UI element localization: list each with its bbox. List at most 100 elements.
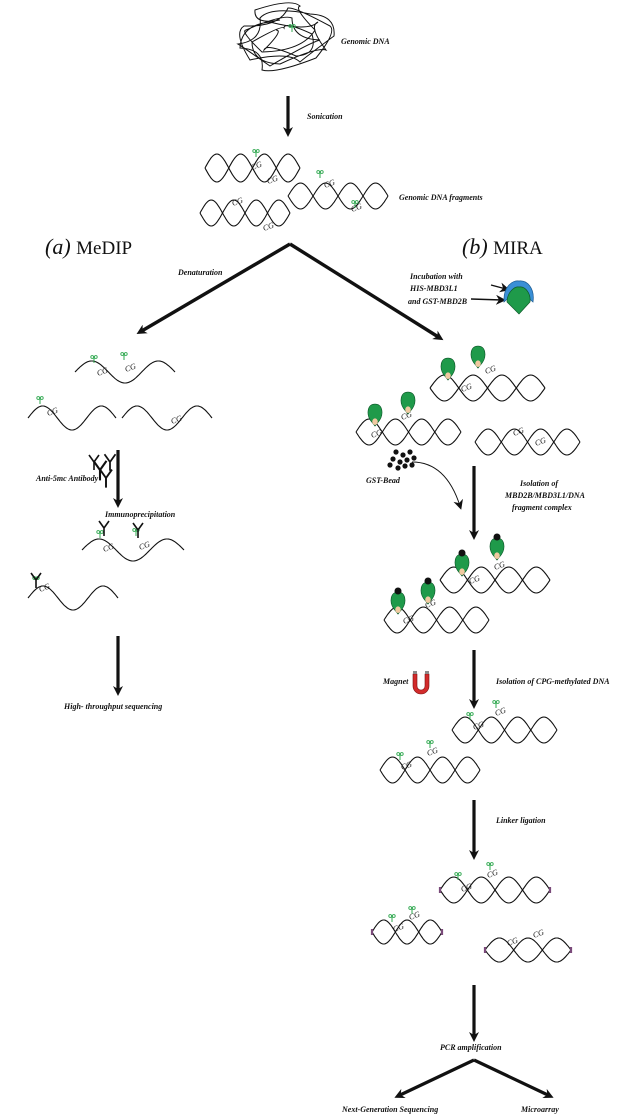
gst-bead-dot-icon — [394, 587, 402, 595]
gst-bead-dot-icon — [424, 577, 432, 585]
cg-site-label: CG — [534, 436, 548, 448]
label-linker-ligation: Linker ligation — [496, 816, 546, 825]
cg-site-label: CG — [124, 362, 138, 374]
cg-site-label: CG — [408, 910, 422, 922]
mbd-protein-icon — [489, 533, 505, 561]
cg-site-label: CG — [400, 410, 414, 422]
label-anti-5mc: Anti-5mc Antibody — [36, 474, 99, 483]
antibody-icon — [132, 522, 144, 538]
arrow-to-mira — [289, 242, 444, 341]
mbd-protein-icon — [454, 549, 470, 577]
label-incubation-3: and GST-MBD2B — [408, 297, 468, 306]
gst-bead-dot-icon — [493, 533, 501, 541]
cg-site-label: CG — [493, 560, 507, 572]
label-incubation-1: Incubation with — [410, 272, 463, 281]
cg-site-label: CG — [138, 540, 152, 552]
mbd-protein-icon — [440, 357, 456, 381]
methyl-group-icon — [388, 914, 396, 922]
protein-and-bead-icons — [30, 280, 573, 953]
label-isolation-complex-2: MBD2B/MBD3L1/DNA — [505, 491, 586, 500]
medip-ss-2: CG — [27, 396, 117, 431]
methyl-group-icon — [288, 24, 296, 32]
methyl-group-icon — [351, 200, 359, 208]
medip-ss-3: CG — [121, 405, 213, 431]
antibody-icon — [98, 520, 110, 536]
arrow-ngs — [394, 1058, 475, 1098]
medip-ss-1: CG CG — [74, 352, 176, 384]
mbd-protein-icon — [420, 577, 436, 605]
cg-site-label: CG — [402, 614, 416, 626]
cg-site-label: CG — [46, 406, 60, 418]
antibody-icon — [99, 469, 113, 488]
mira-methylated-2: CG CG — [379, 740, 481, 784]
dna-coil-path — [236, 2, 335, 72]
anti-5mc-antibody-cluster-icon — [88, 453, 117, 488]
label-high-throughput: High- throughput sequencing — [64, 702, 163, 711]
cg-site-label: CG — [512, 426, 526, 438]
cg-site-label: CG — [460, 882, 474, 894]
cg-site-label: CG — [231, 196, 245, 208]
branch-b-letter: (b) — [462, 234, 488, 259]
label-gst-bead: GST-Bead — [366, 476, 400, 485]
arrow-his-mbd3l1 — [490, 282, 510, 293]
cg-site-label: CG — [392, 922, 406, 934]
label-isolation-complex-3: fragment complex — [512, 503, 572, 512]
arrow-microarray — [473, 1058, 554, 1098]
cg-site-label: CG — [426, 746, 440, 758]
cg-site-label: CG — [266, 174, 280, 186]
cg-site-label: CG — [170, 414, 184, 426]
label-pcr: PCR amplification — [440, 1043, 502, 1052]
methyl-group-icon — [492, 700, 500, 708]
cg-site-label: CG — [484, 364, 498, 376]
branch-b-title: (b) MIRA — [462, 234, 543, 262]
label-magnet: Magnet — [383, 677, 409, 686]
branch-b-name: MIRA — [493, 238, 543, 259]
cg-site-label: CG — [96, 366, 110, 378]
gst-bead-dot-icon — [458, 549, 466, 557]
methyl-group-icon — [120, 352, 128, 360]
label-incubation-2: HIS-MBD3L1 — [410, 284, 458, 293]
methyl-group-icon — [454, 872, 462, 880]
arrow-bead-binding — [411, 461, 463, 510]
label-immunoprecipitation: Immunoprecipitation — [105, 510, 176, 519]
methyl-group-icon — [36, 396, 44, 404]
cg-site-label: CG — [506, 936, 520, 948]
cg-site-label: CG — [102, 542, 116, 554]
cg-site-label: CG — [460, 382, 474, 394]
mbd-protein-icon — [390, 587, 406, 615]
label-ngs: Next-Generation Sequencing — [342, 1105, 439, 1114]
cg-site-label: CG — [370, 428, 384, 440]
magnet-icon — [412, 671, 430, 695]
mira-ligated-1: CG CG — [439, 862, 551, 904]
arrow-gst-mbd2b — [470, 294, 506, 305]
antibody-icon — [30, 572, 42, 588]
mbd-protein-icon — [470, 345, 486, 369]
methyl-group-icon — [426, 740, 434, 748]
label-genomic-dna: Genomic DNA — [341, 37, 390, 46]
branch-a-letter: (a) — [45, 234, 71, 259]
cg-site-label: CG — [323, 178, 337, 190]
cg-site-label: CG — [400, 760, 414, 772]
branch-a-title: (a) MeDIP — [45, 234, 132, 262]
label-sonication: Sonication — [307, 112, 343, 121]
antibody-icon — [88, 454, 100, 470]
mbd-protein-icon — [367, 403, 383, 427]
mira-frag-3: CG CG — [474, 426, 581, 456]
label-isolation-complex-1: Isolation of — [520, 479, 559, 488]
cg-site-label: CG — [468, 574, 482, 586]
label-microarray: Microarray — [521, 1105, 559, 1114]
methyl-group-icon — [408, 906, 416, 914]
mira-frag-2: CG CG — [355, 410, 462, 446]
gst-bead-cluster-icon — [387, 449, 417, 471]
cg-site-label: CG — [250, 160, 264, 172]
label-isolation-cpg: Isolation of CPG-methylated DNA — [496, 677, 610, 686]
cg-site-label: CG — [486, 868, 500, 880]
medip-bound-2: CG — [27, 576, 119, 611]
methyl-group-icon — [466, 712, 474, 720]
antibody-icon — [103, 453, 117, 471]
